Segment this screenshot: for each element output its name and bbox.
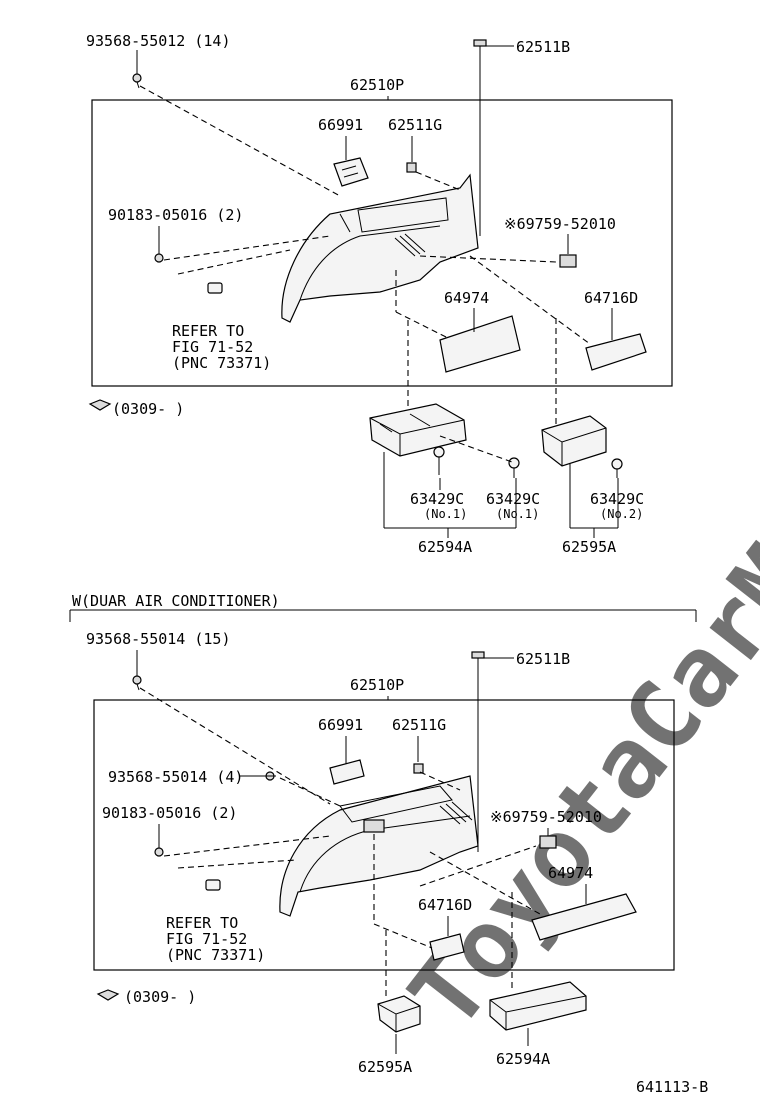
label-no1-b: (No.1) [496, 507, 539, 521]
label-93568-55014-4: 93568-55014 (4) [108, 768, 243, 786]
screw-bottom-icon [132, 675, 142, 691]
cushion-69759-bottom-icon [539, 835, 557, 849]
clip-small-icon [207, 282, 223, 294]
bolt-63429c-c-icon [611, 458, 623, 478]
label-refer-line2-top: FIG 71-52 [172, 338, 253, 356]
screw-icon [132, 73, 142, 89]
hook-66991-bottom-icon [329, 759, 365, 785]
box-62595a-bottom-icon [377, 995, 421, 1033]
clip-bottom-icon [471, 651, 485, 668]
label-63429c-a: 63429C [410, 490, 464, 508]
box-62595a-icon [541, 415, 607, 467]
label-62594a-bottom: 62594A [496, 1050, 550, 1068]
label-62511g-bottom: 62511G [392, 716, 446, 734]
cushion-69759-icon [559, 254, 577, 268]
label-69759-bottom: ※69759-52010 [490, 808, 602, 826]
label-62511b-bottom: 62511B [516, 650, 570, 668]
label-refer-line1-bottom: REFER TO [166, 914, 238, 932]
label-66991-top: 66991 [318, 116, 363, 134]
label-no2: (No.2) [600, 507, 643, 521]
label-66991-bottom: 66991 [318, 716, 363, 734]
label-62510p-bottom: 62510P [350, 676, 404, 694]
nut-bottom-icon [154, 847, 164, 857]
label-62510p-top: 62510P [350, 76, 404, 94]
dashed-lines-top [139, 85, 591, 463]
nut-icon [154, 253, 164, 263]
side-trim-panel-bottom-icon [279, 775, 479, 917]
label-63429c-c: 63429C [590, 490, 644, 508]
label-64716d-top: 64716D [584, 289, 638, 307]
hook-66991-icon [333, 157, 369, 187]
cover-64974-icon [439, 315, 521, 373]
date-clip-bottom-icon [96, 989, 120, 1001]
screw-4-icon [264, 771, 276, 781]
label-date-bottom: (0309- ) [124, 988, 196, 1006]
date-clip-icon [88, 399, 112, 411]
top-assembly-frame [91, 99, 673, 387]
label-62595a-top: 62595A [562, 538, 616, 556]
label-refer-line2-bottom: FIG 71-52 [166, 930, 247, 948]
side-trim-panel-icon [281, 173, 479, 323]
cover-64974-bottom-icon [531, 893, 637, 941]
label-64974-top: 64974 [444, 289, 489, 307]
diagram-code: 641113-B [636, 1078, 708, 1096]
label-no1-a: (No.1) [424, 507, 467, 521]
label-90183-bottom: 90183-05016 (2) [102, 804, 237, 822]
label-62594a-top: 62594A [418, 538, 472, 556]
leader-lines-top [136, 45, 619, 538]
cover-64716d-bottom-icon [429, 933, 465, 961]
clip-icon [473, 39, 487, 56]
bottom-assembly-frame [93, 699, 675, 971]
label-93568-55012: 93568-55012 (14) [86, 32, 231, 50]
label-64974-bottom: 64974 [548, 864, 593, 882]
label-refer-line3-top: (PNC 73371) [172, 354, 271, 372]
bolt-63429c-b-icon [508, 457, 520, 478]
bolt-63429c-a-icon [433, 446, 445, 475]
leader-lines-bottom [136, 650, 587, 1054]
section-header-dual-ac: W(DUAR AIR CONDITIONER) [72, 592, 280, 610]
label-69759-top: ※69759-52010 [504, 215, 616, 233]
top-section: 93568-55012 (14) 62511B 62510P 66991 625… [86, 32, 673, 556]
bottom-section: W(DUAR AIR CONDITIONER) 93568-55014 (15)… [69, 592, 697, 1076]
label-date-top: (0309- ) [112, 400, 184, 418]
label-93568-55014-15: 93568-55014 (15) [86, 630, 231, 648]
label-63429c-b: 63429C [486, 490, 540, 508]
box-62594a-bottom-icon [489, 981, 587, 1031]
label-64716d-bottom: 64716D [418, 896, 472, 914]
label-62595a-bottom: 62595A [358, 1058, 412, 1076]
dashed-lines-bottom [139, 687, 541, 1000]
label-refer-line3-bottom: (PNC 73371) [166, 946, 265, 964]
clip-62511g-bottom-icon [413, 763, 424, 774]
label-62511g-top: 62511G [388, 116, 442, 134]
box-62594a-icon [369, 403, 467, 457]
label-refer-line1-top: REFER TO [172, 322, 244, 340]
label-90183-top: 90183-05016 (2) [108, 206, 243, 224]
cover-64716d-icon [585, 333, 647, 371]
clip-small-bottom-icon [205, 879, 221, 891]
label-62511b-top: 62511B [516, 38, 570, 56]
clip-62511g-icon [406, 162, 417, 173]
